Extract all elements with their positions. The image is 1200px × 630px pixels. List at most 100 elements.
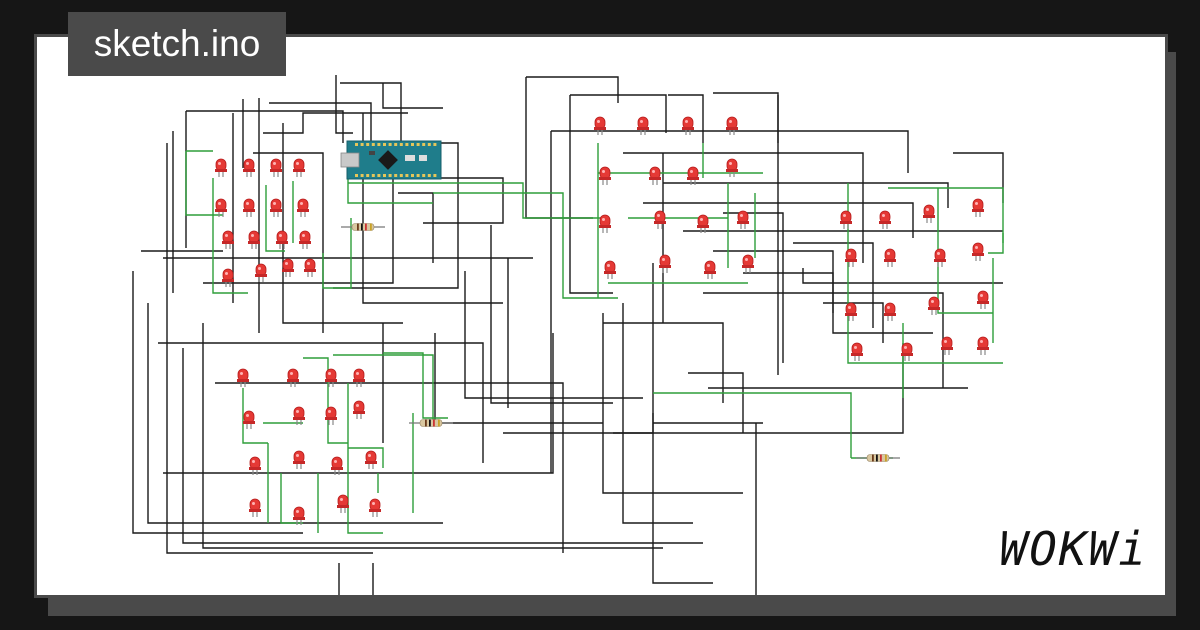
arduino-nano-board[interactable] — [340, 140, 442, 180]
wire-black — [622, 303, 693, 524]
led[interactable] — [331, 456, 343, 475]
led[interactable] — [270, 158, 282, 177]
led[interactable] — [304, 258, 316, 277]
wire-green — [348, 182, 603, 219]
led[interactable] — [255, 263, 267, 282]
led[interactable] — [325, 406, 337, 425]
led[interactable] — [697, 214, 709, 233]
led[interactable] — [649, 166, 661, 185]
led[interactable] — [243, 158, 255, 177]
led[interactable] — [282, 258, 294, 277]
led[interactable] — [297, 198, 309, 217]
resistor[interactable] — [856, 454, 900, 462]
led[interactable] — [884, 248, 896, 267]
led[interactable] — [599, 214, 611, 233]
wire-black — [418, 177, 504, 224]
resistor[interactable] — [341, 223, 385, 231]
led[interactable] — [934, 248, 946, 267]
led[interactable] — [325, 368, 337, 387]
wire-black — [215, 382, 564, 553]
led[interactable] — [276, 230, 288, 249]
led[interactable] — [687, 166, 699, 185]
led[interactable] — [594, 116, 606, 135]
wire-green — [433, 192, 618, 299]
led[interactable] — [599, 166, 611, 185]
wire-green — [265, 185, 285, 252]
led[interactable] — [293, 450, 305, 469]
wire-black — [723, 212, 784, 363]
led[interactable] — [928, 296, 940, 315]
wire-green — [937, 188, 993, 314]
wire-black — [132, 271, 303, 534]
circuit-canvas[interactable] — [34, 34, 1168, 598]
led[interactable] — [293, 158, 305, 177]
led[interactable] — [249, 498, 261, 517]
led[interactable] — [659, 254, 671, 273]
led[interactable] — [879, 210, 891, 229]
led[interactable] — [845, 248, 857, 267]
led[interactable] — [742, 254, 754, 273]
led[interactable] — [704, 260, 716, 279]
led[interactable] — [353, 368, 365, 387]
led[interactable] — [248, 230, 260, 249]
led[interactable] — [293, 506, 305, 525]
led[interactable] — [884, 302, 896, 321]
wokwi-logo: WOKWi — [999, 522, 1148, 576]
led[interactable] — [353, 400, 365, 419]
led[interactable] — [237, 368, 249, 387]
led[interactable] — [977, 336, 989, 355]
led[interactable] — [737, 210, 749, 229]
led[interactable] — [654, 210, 666, 229]
led[interactable] — [726, 116, 738, 135]
wire-black — [570, 94, 667, 133]
wire-black — [643, 202, 914, 238]
wire-green — [653, 392, 852, 458]
led[interactable] — [604, 260, 616, 279]
led[interactable] — [293, 406, 305, 425]
circuit-diagram[interactable] — [37, 37, 1165, 595]
led[interactable] — [337, 494, 349, 513]
wire-green — [347, 383, 383, 534]
led[interactable] — [243, 410, 255, 429]
led[interactable] — [215, 198, 227, 217]
wire-black — [333, 142, 459, 289]
led[interactable] — [972, 198, 984, 217]
led[interactable] — [222, 230, 234, 249]
wire-black — [382, 83, 443, 109]
resistor[interactable] — [409, 419, 453, 427]
led[interactable] — [977, 290, 989, 309]
led[interactable] — [270, 198, 282, 217]
led[interactable] — [637, 116, 649, 135]
led[interactable] — [243, 198, 255, 217]
wire-black — [551, 130, 909, 173]
led[interactable] — [845, 302, 857, 321]
led[interactable] — [287, 368, 299, 387]
sketch-filename-tab[interactable]: sketch.ino — [68, 12, 286, 76]
led[interactable] — [682, 116, 694, 135]
led[interactable] — [215, 158, 227, 177]
wire-black — [602, 313, 743, 494]
led[interactable] — [851, 342, 863, 361]
led[interactable] — [923, 204, 935, 223]
wire-black — [668, 94, 704, 143]
wire-black — [652, 263, 713, 584]
led[interactable] — [299, 230, 311, 249]
led[interactable] — [365, 450, 377, 469]
led[interactable] — [901, 342, 913, 361]
wire-green — [347, 173, 433, 204]
led[interactable] — [726, 158, 738, 177]
wire-green — [988, 233, 1004, 254]
wire-black — [793, 242, 874, 328]
wire-black — [203, 143, 394, 284]
led[interactable] — [941, 336, 953, 355]
led[interactable] — [369, 498, 381, 517]
wire-black — [713, 92, 779, 143]
wire-green — [185, 151, 223, 216]
led[interactable] — [222, 268, 234, 287]
led[interactable] — [840, 210, 852, 229]
led[interactable] — [972, 242, 984, 261]
wire-black — [663, 182, 949, 208]
wire-green — [322, 218, 352, 289]
led[interactable] — [249, 456, 261, 475]
wire-black — [186, 110, 344, 143]
